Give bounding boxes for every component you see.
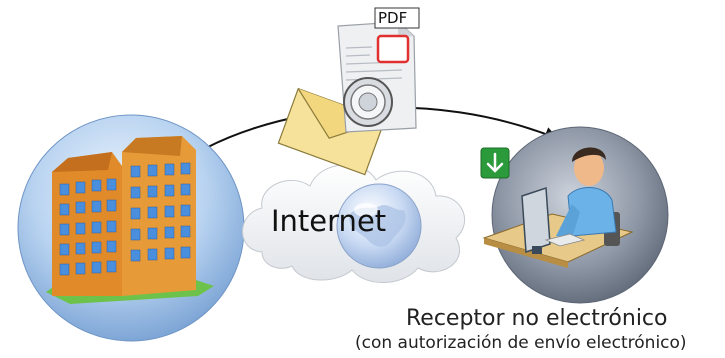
pdf-document-icon [337,7,420,133]
computer-user-icon [482,147,634,268]
receiver-title: Receptor no electrónico [406,306,668,331]
building-icon [46,136,214,304]
pdf-tag-label: PDF [378,9,408,27]
receiver-subtitle: (con autorización de envío electrónico) [355,333,687,353]
seal-icon [343,77,393,127]
pdf-signature-box [376,34,410,64]
receiver-node [482,126,669,304]
cloud-label: Internet [271,204,387,238]
sender-node [17,114,245,342]
pdf-tag [374,7,420,29]
download-arrow-icon [480,147,510,179]
globe-icon [336,183,422,269]
